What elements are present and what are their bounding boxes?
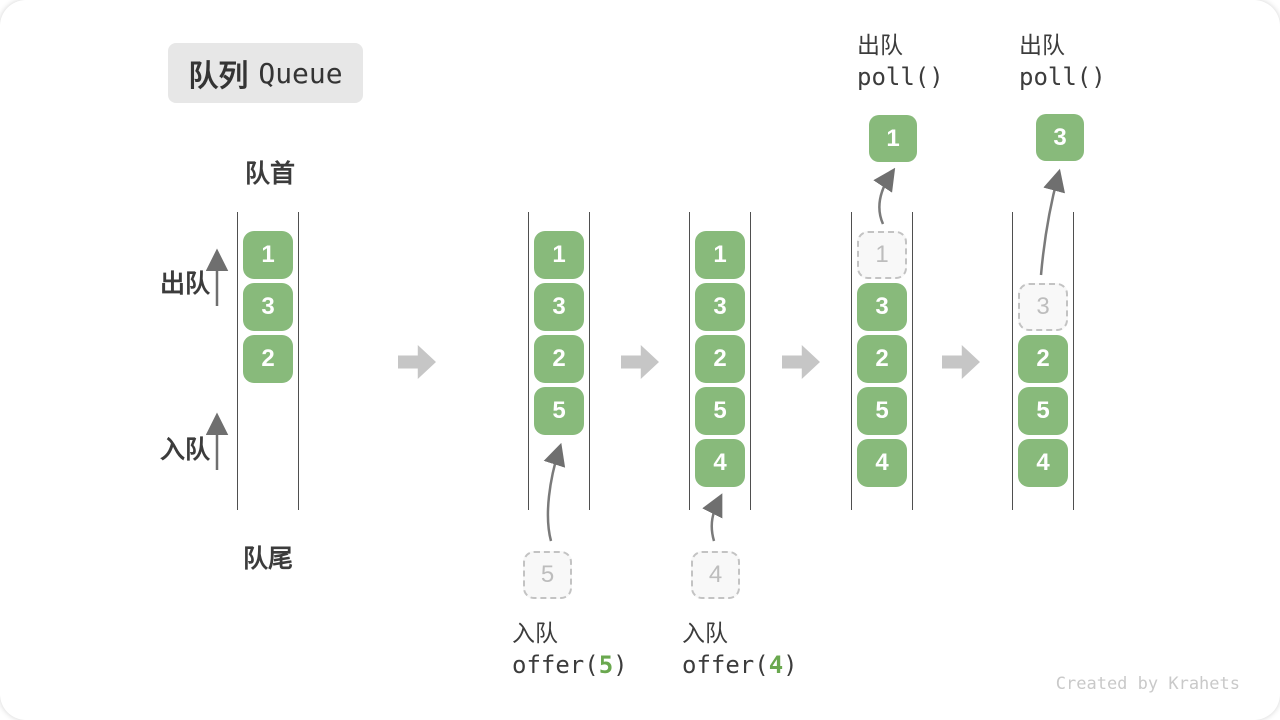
label-enqueue-left: 入队 xyxy=(160,436,211,464)
title-zh: 队列 xyxy=(188,60,249,93)
queue-item: 2 xyxy=(1018,335,1068,383)
queue-item-removed: 1 xyxy=(857,231,907,279)
queue-item: 3 xyxy=(243,283,293,331)
queue-item: 2 xyxy=(857,335,907,383)
pending-item-5: 5 xyxy=(523,551,572,599)
op-code: poll() xyxy=(1019,63,1106,91)
queue-item: 5 xyxy=(695,387,745,435)
diagram-title: 队列 Queue xyxy=(168,43,363,103)
op-dequeue-3: 出队 poll() xyxy=(1019,30,1106,94)
queue-item: 3 xyxy=(857,283,907,331)
op-arg: 4 xyxy=(768,651,784,679)
watermark: Created by Krahets xyxy=(1055,674,1240,694)
queue-item: 1 xyxy=(534,231,584,279)
queue-item: 3 xyxy=(695,283,745,331)
queue-item: 5 xyxy=(534,387,584,435)
op-fn: offer( xyxy=(512,651,599,679)
queue-item: 2 xyxy=(243,335,293,383)
queue-item: 5 xyxy=(857,387,907,435)
op-arg: 5 xyxy=(598,651,614,679)
popped-item-3: 3 xyxy=(1036,114,1084,161)
pending-item-4: 4 xyxy=(691,551,740,599)
op-dequeue-1: 出队 poll() xyxy=(857,30,944,94)
queue-state-3: 1 3 2 5 4 xyxy=(689,212,751,510)
queue-item: 5 xyxy=(1018,387,1068,435)
op-fn: offer( xyxy=(682,651,769,679)
op-code: offer(4) xyxy=(682,648,798,682)
queue-item: 4 xyxy=(1018,439,1068,487)
queue-state-4: 1 3 2 5 4 xyxy=(851,212,913,510)
queue-item: 4 xyxy=(695,439,745,487)
op-label: 出队 xyxy=(1019,32,1065,58)
queue-item: 3 xyxy=(534,283,584,331)
step-arrow-icon xyxy=(621,345,659,379)
op-label: 入队 xyxy=(512,620,558,646)
title-en: Queue xyxy=(258,56,343,90)
queue-item: 1 xyxy=(243,231,293,279)
op-label: 入队 xyxy=(682,620,728,646)
popped-item-1: 1 xyxy=(869,115,917,162)
queue-state-5: 3 2 5 4 xyxy=(1012,212,1074,510)
step-arrow-icon xyxy=(782,345,820,379)
op-code: poll() xyxy=(857,63,944,91)
step-arrow-icon xyxy=(398,345,436,379)
queue-state-1: 1 3 2 xyxy=(237,212,299,510)
op-enqueue-4: 入队 offer(4) xyxy=(682,618,798,682)
queue-item: 2 xyxy=(695,335,745,383)
label-dequeue-left: 出队 xyxy=(160,270,211,298)
queue-item-removed: 3 xyxy=(1018,283,1068,331)
op-code: offer(5) xyxy=(512,648,628,682)
queue-state-2: 1 3 2 5 xyxy=(528,212,590,510)
op-label: 出队 xyxy=(857,32,903,58)
queue-item: 4 xyxy=(857,439,907,487)
op-close: ) xyxy=(783,651,798,679)
op-enqueue-5: 入队 offer(5) xyxy=(512,618,628,682)
queue-item: 2 xyxy=(534,335,584,383)
op-close: ) xyxy=(613,651,628,679)
label-queue-front: 队首 xyxy=(245,160,296,188)
step-arrow-icon xyxy=(942,345,980,379)
queue-item: 1 xyxy=(695,231,745,279)
label-queue-rear: 队尾 xyxy=(243,545,294,573)
